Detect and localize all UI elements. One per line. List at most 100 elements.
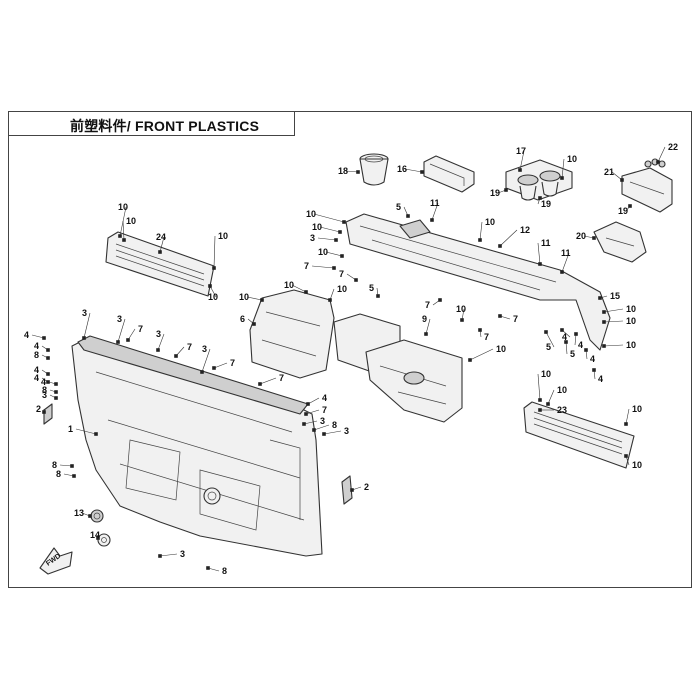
leader-line-c28 xyxy=(291,284,307,293)
fastener-c69 xyxy=(70,464,74,468)
callout-label-c4: 10 xyxy=(567,154,577,164)
fastener-c80 xyxy=(498,314,502,318)
fastener-c4 xyxy=(560,176,564,180)
fastener-c67 xyxy=(88,514,92,518)
callout-label-c62: 10 xyxy=(541,369,551,379)
callout-label-c18: 10 xyxy=(118,202,128,212)
leader-line-c15 xyxy=(479,221,483,241)
part-dash-panel xyxy=(249,289,335,379)
leader-line-c48 xyxy=(461,308,465,321)
fastener-c2 xyxy=(420,170,424,174)
leader-line-c45 xyxy=(201,348,211,373)
callout-label-c69: 8 xyxy=(52,460,57,470)
fastener-c72 xyxy=(206,566,210,570)
callout-label-c16: 12 xyxy=(520,225,530,235)
fastener-c52 xyxy=(54,390,58,394)
callout-label-c74: 4 xyxy=(562,332,567,342)
callout-label-c24: 7 xyxy=(339,269,344,279)
callout-label-c11: 11 xyxy=(430,198,440,208)
fastener-c64 xyxy=(312,428,316,432)
callout-label-c35: 10 xyxy=(626,304,636,314)
callout-label-c55: 2 xyxy=(36,404,41,414)
callout-label-c36: 10 xyxy=(626,316,636,326)
callout-label-c22: 10 xyxy=(208,292,218,302)
fastener-c59 xyxy=(302,422,306,426)
leader-line-c76 xyxy=(574,333,577,346)
callout-label-c34: 15 xyxy=(610,291,620,301)
leader-line-c22 xyxy=(209,285,217,298)
part-right-vent-grille xyxy=(523,401,635,469)
callout-label-c17: 20 xyxy=(576,231,586,241)
leader-line-c26 xyxy=(537,242,541,265)
fastener-c74 xyxy=(560,328,564,332)
leader-line-c11 xyxy=(431,202,439,221)
part-clip-left xyxy=(43,403,53,425)
callout-label-c45: 3 xyxy=(202,344,207,354)
fastener-c32 xyxy=(376,294,380,298)
fastener-c3 xyxy=(518,168,522,172)
fastener-c25 xyxy=(340,254,344,258)
leader-line-c21 xyxy=(213,235,216,269)
callout-label-c1: 18 xyxy=(338,166,348,176)
callout-label-c64: 8 xyxy=(332,420,337,430)
leader-line-c81 xyxy=(603,344,624,347)
leader-line-c47 xyxy=(425,318,431,335)
fastener-c61 xyxy=(538,408,542,412)
leader-line-c49 xyxy=(469,348,494,361)
fastener-c16 xyxy=(498,244,502,248)
leader-line-c62 xyxy=(537,373,541,401)
leader-line-c29 xyxy=(329,288,335,301)
fwd-arrow-icon: FWD xyxy=(39,547,73,575)
callout-label-c46: 7 xyxy=(230,358,235,368)
callout-label-c70: 8 xyxy=(56,469,61,479)
leader-line-c2 xyxy=(404,168,423,173)
fastener-c58 xyxy=(306,402,310,406)
callout-label-c44: 7 xyxy=(187,342,192,352)
part-storage-tray xyxy=(423,155,475,193)
fastener-c14 xyxy=(334,238,338,242)
callout-label-c12: 10 xyxy=(306,209,316,219)
part-grommet xyxy=(90,509,104,523)
leader-line-c43 xyxy=(157,333,165,351)
fastener-c47 xyxy=(424,332,428,336)
part-dash-top-beam xyxy=(345,213,611,351)
callout-label-c52: 8 xyxy=(42,385,47,395)
leader-line-c75 xyxy=(565,341,568,355)
callout-label-c72: 8 xyxy=(222,566,227,576)
part-right-bracket xyxy=(621,158,673,213)
callout-label-c41: 4 xyxy=(34,341,39,351)
leader-line-c20 xyxy=(159,236,165,253)
callout-label-c37: 3 xyxy=(82,308,87,318)
callout-label-c15: 10 xyxy=(485,217,495,227)
fastener-c63 xyxy=(546,402,550,406)
leader-line-c56 xyxy=(75,428,97,435)
fastener-c60 xyxy=(304,412,308,416)
leader-line-c3 xyxy=(519,150,525,171)
part-center-lower xyxy=(333,313,463,423)
callout-label-c38: 3 xyxy=(117,314,122,324)
leader-line-c40 xyxy=(31,334,45,339)
callout-label-c60: 7 xyxy=(322,405,327,415)
callout-label-c25: 10 xyxy=(318,247,328,257)
callout-label-c32: 5 xyxy=(369,283,374,293)
fastener-c15 xyxy=(478,238,482,242)
leader-line-c4 xyxy=(561,158,565,179)
callout-label-c8: 21 xyxy=(604,167,614,177)
callout-label-c2: 16 xyxy=(397,164,407,174)
callout-label-c42: 8 xyxy=(34,350,39,360)
fastener-c40 xyxy=(42,336,46,340)
leader-line-c25 xyxy=(325,251,343,257)
callout-label-c6: 19 xyxy=(541,199,551,209)
fastener-c23 xyxy=(332,266,336,270)
fastener-c13 xyxy=(338,230,342,234)
fastener-c27 xyxy=(560,270,564,274)
fastener-c9 xyxy=(628,204,632,208)
fastener-c73 xyxy=(544,330,548,334)
fastener-c54 xyxy=(54,396,58,400)
leader-line-c69 xyxy=(59,464,73,467)
leader-line-c58 xyxy=(307,397,320,405)
fastener-c33 xyxy=(438,298,442,302)
fastener-c26 xyxy=(538,262,542,266)
callout-label-c3: 17 xyxy=(516,146,526,156)
fastener-c29 xyxy=(328,298,332,302)
